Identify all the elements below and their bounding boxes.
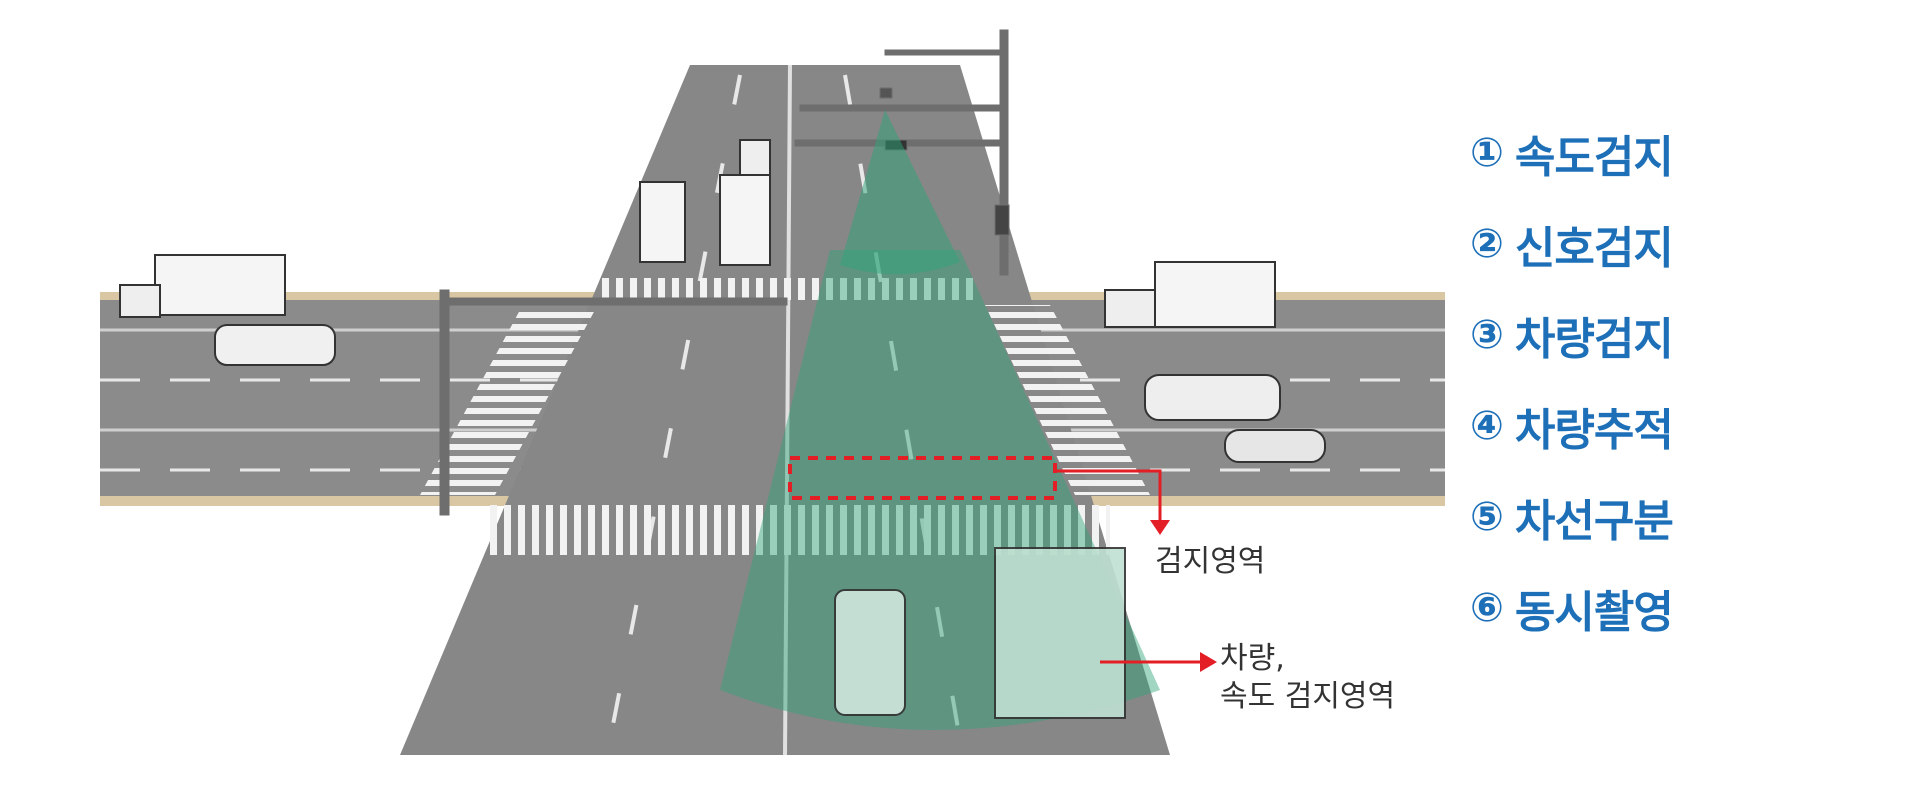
feature-number: ② <box>1470 221 1504 267</box>
detection-cone-far <box>840 110 960 275</box>
feature-label: 속도검지 <box>1514 132 1674 183</box>
feature-label: 신호검지 <box>1514 223 1674 274</box>
feature-item-5: ⑤ 차선구분 <box>1470 494 1870 547</box>
vehicles <box>119 139 1326 719</box>
arrow-vehicle-speed-area <box>1100 652 1217 672</box>
feature-number: ③ <box>1470 312 1504 358</box>
feature-label: 차량추적 <box>1514 405 1674 456</box>
feature-number: ⑤ <box>1470 494 1504 540</box>
detection-area-label: 검지영역 <box>1155 544 1266 579</box>
feature-number: ④ <box>1470 403 1504 449</box>
crosswalks <box>420 278 1150 555</box>
feature-item-6: ⑥ 동시촬영 <box>1470 585 1870 638</box>
arrow-detection-area <box>1055 469 1170 535</box>
feature-item-2: ② 신호검지 <box>1470 221 1870 274</box>
vehicle-speed-area-line2: 속도 검지영역 <box>1220 678 1396 714</box>
detection-area-box <box>788 456 1057 500</box>
feature-number: ① <box>1470 130 1504 176</box>
feature-label: 차량검지 <box>1514 314 1674 365</box>
feature-list: ① 속도검지 ② 신호검지 ③ 차량검지 ④ 차량추적 ⑤ 차선구분 ⑥ 동시촬… <box>1470 130 1870 676</box>
feature-number: ⑥ <box>1470 585 1504 631</box>
feature-item-1: ① 속도검지 <box>1470 130 1870 183</box>
feature-item-3: ③ 차량검지 <box>1470 312 1870 365</box>
vehicle-speed-area-label: 차량, 속도 검지영역 <box>1220 640 1395 715</box>
vehicle-speed-area-line1: 차량, <box>1220 641 1285 676</box>
feature-item-4: ④ 차량추적 <box>1470 403 1870 456</box>
feature-label: 차선구분 <box>1514 496 1674 547</box>
feature-label: 동시촬영 <box>1514 587 1674 638</box>
